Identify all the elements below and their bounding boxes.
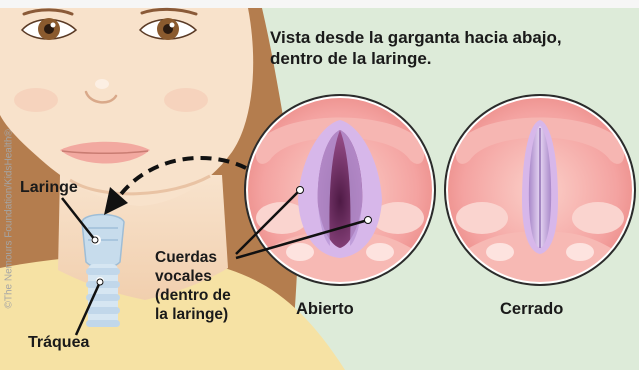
right-cheek (164, 88, 208, 112)
vocal-cords-label-line-2: vocales (155, 267, 212, 286)
vocal-cords-label-line-1: Cuerdas (155, 248, 217, 267)
vocal-cord-dot-1 (297, 187, 304, 194)
larynx-illustration (82, 215, 124, 269)
vocal-cord-dot-2 (365, 217, 372, 224)
vocal-cords-label-line-4: la laringe) (155, 305, 228, 324)
closed-label: Cerrado (500, 300, 563, 319)
larynx-dot (92, 237, 98, 243)
copyright-credit: ©The Nemours Foundation/KidsHealth® (4, 159, 15, 309)
top-strip (0, 0, 639, 8)
larynx-label: Laringe (20, 179, 78, 197)
trachea-illustration (86, 264, 120, 327)
trachea-dot (97, 279, 103, 285)
trachea-label: Tráquea (28, 334, 89, 352)
open-label: Abierto (296, 300, 354, 319)
view-title-line-1: Vista desde la garganta hacia abajo, (270, 28, 562, 48)
vocal-cords-label-line-3: (dentro de (155, 286, 231, 305)
left-cheek (14, 88, 58, 112)
nose-highlight (95, 79, 109, 89)
view-title-line-2: dentro de la laringe. (270, 49, 432, 69)
